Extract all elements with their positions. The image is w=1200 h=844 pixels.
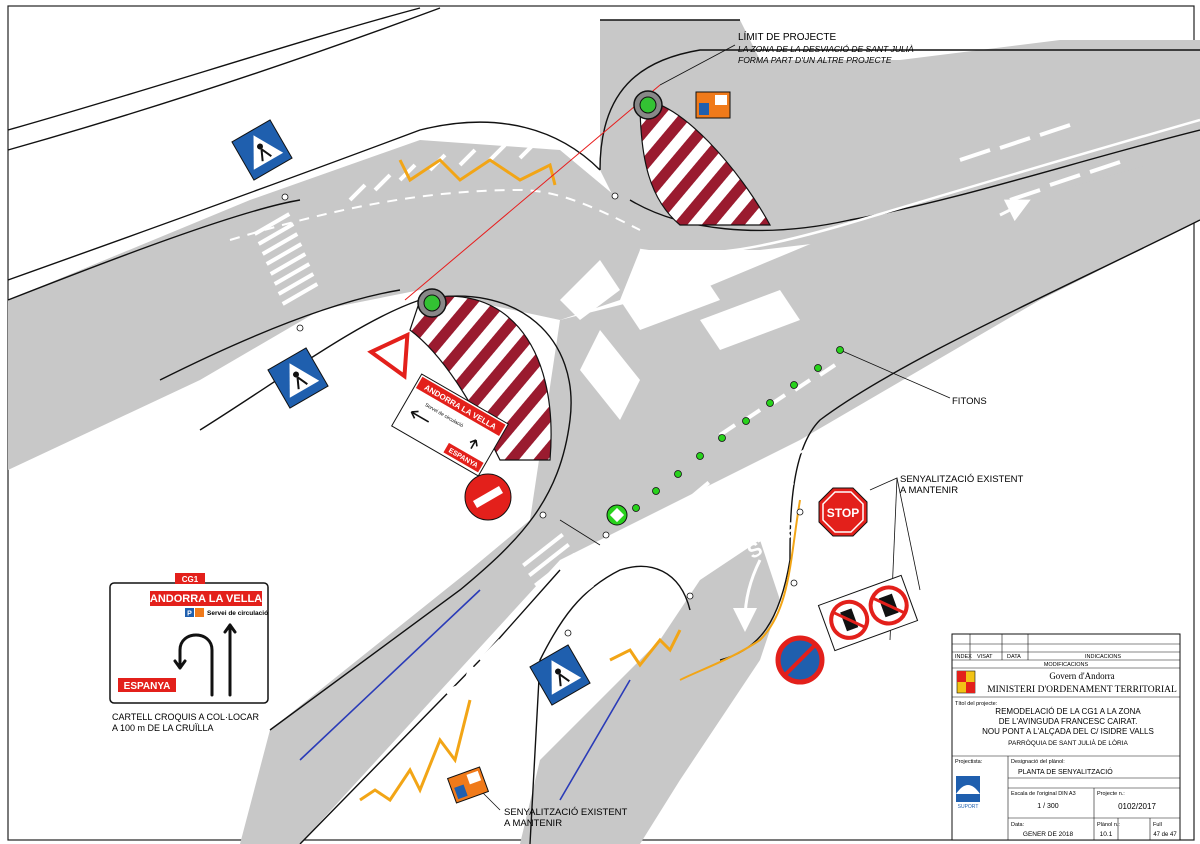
existing-signs-right-line2: A MANTENIR <box>900 485 958 496</box>
org-line2: MINISTERI D'ORDENAMENT TERRITORIAL <box>987 685 1177 695</box>
date-value: GENER DE 2018 <box>1023 831 1074 838</box>
fitons-bollards <box>632 346 844 512</box>
sheet-value: 47 de 47 <box>1153 832 1177 838</box>
revision-header-visat: VISAT <box>977 654 993 660</box>
no-bus-sign-icon <box>829 599 870 640</box>
plan-designation-label: Designació del plànol: <box>1011 759 1065 765</box>
pedestrian-crossing-sign-icon <box>529 644 591 706</box>
lane-line-west <box>229 188 641 241</box>
traffic-light-icon <box>633 90 663 120</box>
croquis-destination-bottom: ESPANYA <box>124 681 171 692</box>
croquis-service-text: Servei de circulació <box>207 610 268 617</box>
croquis-caption-line1: CARTELL CROQUIS A COL·LOCAR <box>112 712 260 722</box>
scale-value: 1 / 300 <box>1037 803 1059 810</box>
existing-signs-bottom-line2: A MANTENIR <box>504 818 562 829</box>
lane-line-northeast <box>639 118 1200 255</box>
designer-label: Projectista: <box>955 759 983 765</box>
pedestrian-crossing-sign-icon <box>231 119 293 181</box>
parking-info-sign-icon <box>695 91 731 119</box>
hatched-island-north <box>639 99 772 226</box>
zigzag-south <box>359 699 472 803</box>
project-title-label: Títol del projecte: <box>955 701 998 707</box>
no-entry-sign-icon <box>464 473 512 521</box>
zebra-crossing-east <box>653 480 795 530</box>
parking-info-sign-icon <box>446 766 490 804</box>
project-limit-line2: FORMA PART D'UN ALTRE PROJECTE <box>738 55 892 65</box>
parish-label: PARRÒQUIA DE SANT JULIÀ DE LÒRIA <box>1008 738 1128 747</box>
road-arrows <box>438 199 1031 712</box>
sheet-label: Full <box>1153 822 1162 828</box>
revision-header-index: INDEX <box>955 654 972 660</box>
project-title-2: DE L'AVINGUDA FRANCESC CAIRAT. <box>999 717 1138 726</box>
croquis-destination-top: ANDORRA LA VELLA <box>150 593 262 605</box>
modifications-label: MODIFICACIONS <box>1044 662 1089 668</box>
croquis-caption-line2: A 100 m DE LA CRUÏLLA <box>112 723 214 733</box>
give-way-sign-icon <box>367 331 410 380</box>
bus-lane-line-right <box>559 679 631 801</box>
zigzag-spur <box>609 629 682 668</box>
project-limit-line <box>404 84 661 301</box>
project-title-1: REMODELACIÓ DE LA CG1 A LA ZONA <box>995 707 1141 716</box>
prohibition-signs-panel <box>817 574 919 652</box>
scale-label: Escala de l'original DIN A3 <box>1011 791 1076 797</box>
existing-signs-right-line1: SENYALITZACIÓ EXISTENT <box>900 474 1024 485</box>
date-label: Data: <box>1011 822 1025 828</box>
croquis-sign: CG1 ANDORRA LA VELLA P Servei de circula… <box>109 573 269 704</box>
hatched-island-west <box>409 295 552 461</box>
project-limit-title: LÍMIT DE PROJECTE <box>738 30 836 43</box>
project-no-label: Projecte n.: <box>1097 791 1125 797</box>
title-block: INDEX VISAT DATA INDICACIONS MODIFICACIO… <box>951 633 1181 841</box>
plan-designation: PLANTA DE SENYALITZACIÓ <box>1018 767 1113 776</box>
traffic-light-icon <box>417 288 447 318</box>
zebra-crossing-west <box>253 212 319 306</box>
bus-lane-line-left <box>299 589 481 761</box>
designer-logo-text: SUPORT <box>958 804 979 810</box>
plan-no-value: 10.1 <box>1100 831 1113 838</box>
stop-road-marking: STOP <box>744 518 802 564</box>
andorra-coat-of-arms-icon <box>956 670 976 694</box>
revision-header-data: DATA <box>1007 654 1021 660</box>
no-truck-sign-icon <box>868 585 909 626</box>
existing-signs-bottom-line1: SENYALITZACIÓ EXISTENT <box>504 807 628 818</box>
plan-no-label: Plànol n.: <box>1097 822 1120 828</box>
no-parking-sign-icon <box>775 635 825 685</box>
chevron-markings <box>560 260 800 420</box>
project-no-value: 0102/2017 <box>1118 802 1156 811</box>
yellow-curb-line <box>679 499 801 681</box>
direction-marker-icon <box>606 504 628 526</box>
fitons-label: FITONS <box>952 396 987 407</box>
sign-post-markers <box>281 192 804 637</box>
designer-logo: SUPORT <box>956 776 980 810</box>
zigzag-north <box>398 158 557 186</box>
lane-line-main <box>559 329 1001 601</box>
zebra-crossing-south <box>522 533 594 617</box>
croquis-parking-p: P <box>187 611 192 618</box>
stop-sign-icon: STOP <box>818 487 868 537</box>
org-line1: Govern d'Andorra <box>1049 671 1114 681</box>
pedestrian-crossing-sign-icon <box>267 347 329 409</box>
revision-header-indicacions: INDICACIONS <box>1085 654 1121 660</box>
project-limit-line1: LA ZONA DE LA DESVIACIÓ DE SANT JULIÀ <box>738 44 914 54</box>
stop-sign-text: STOP <box>827 506 859 520</box>
croquis-road-badge: CG1 <box>182 575 199 584</box>
project-title-3: NOU PONT A L'ALÇADA DEL C/ ISIDRE VALLS <box>982 727 1154 736</box>
